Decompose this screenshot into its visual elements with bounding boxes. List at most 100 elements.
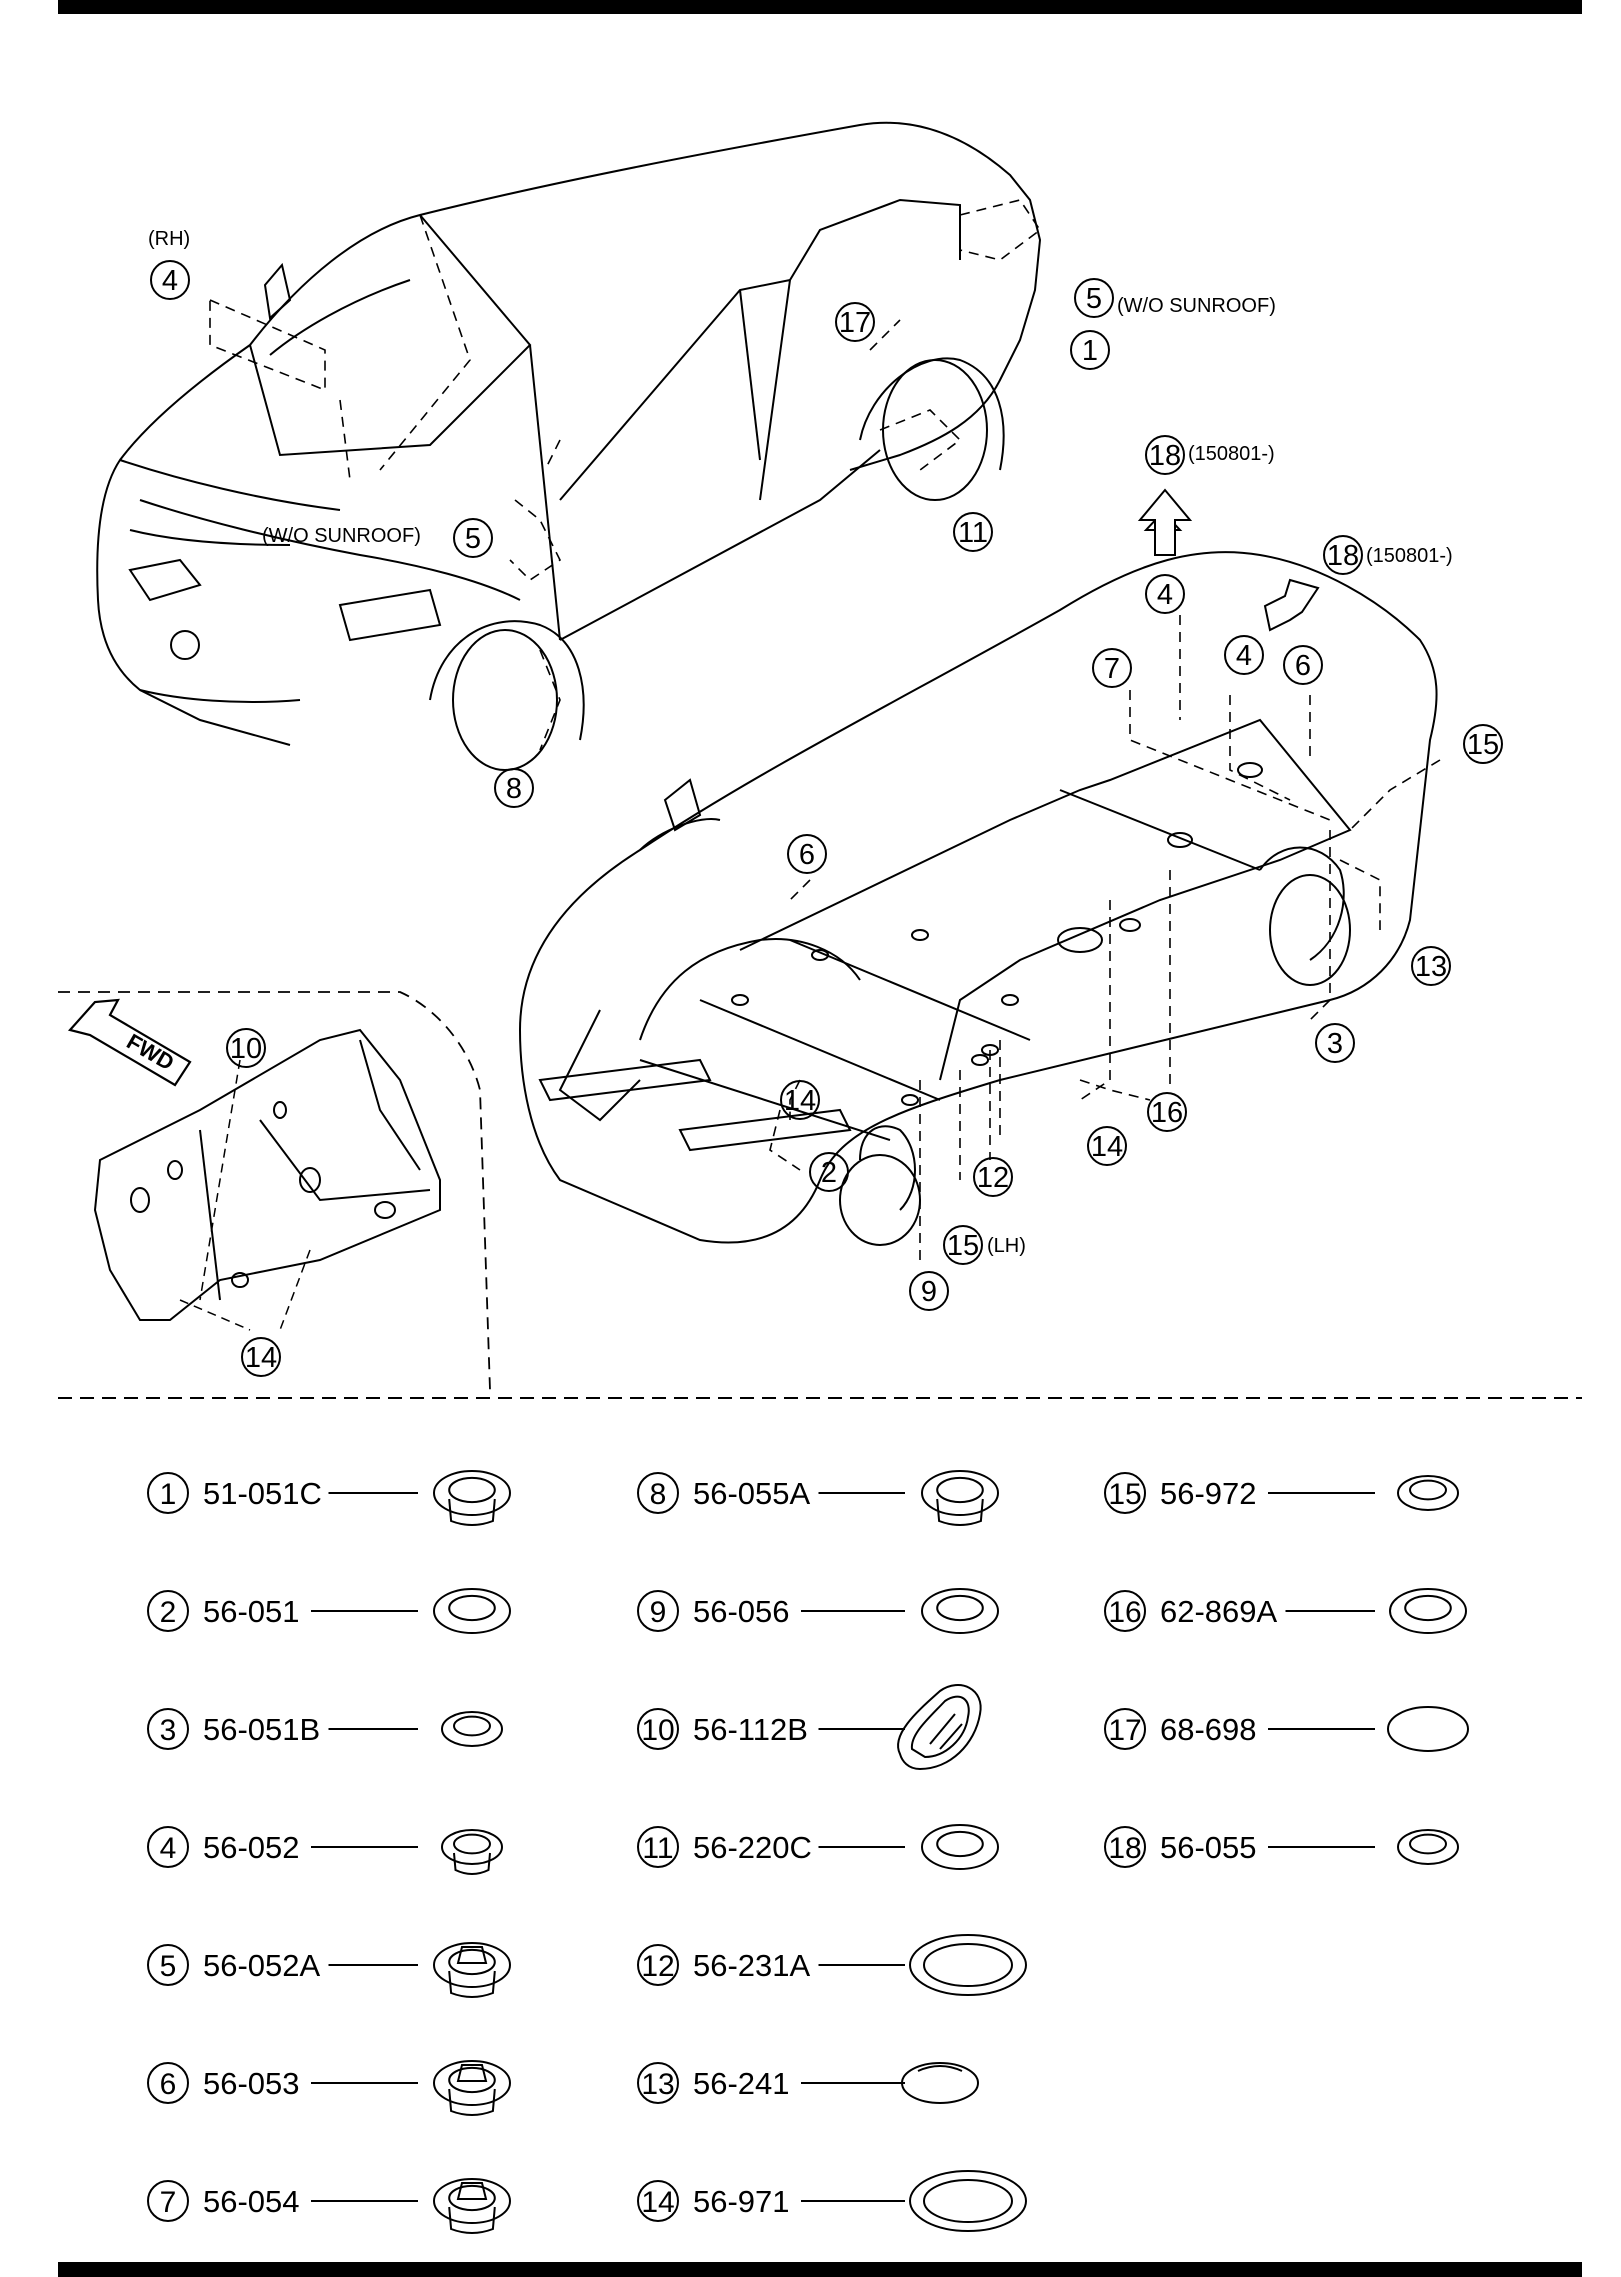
bottom-border-bar — [58, 2262, 1582, 2277]
label-wo-sunroof-front: (W/O SUNROOF) — [262, 525, 421, 547]
legend-part-code: 56-972 — [1160, 1476, 1257, 1511]
callout-12: 12 — [977, 1162, 1009, 1194]
callout-15: 15 — [1467, 729, 1499, 761]
grommet-icon — [909, 2170, 1027, 2232]
legend-num-circle — [147, 1590, 189, 1632]
legend-part-code: 56-220C — [693, 1830, 812, 1865]
vehicle-underbody-view — [518, 551, 1441, 1260]
grommet-icon — [921, 1470, 999, 1526]
legend-num: 4 — [160, 1832, 177, 1865]
grommet-icon — [441, 1711, 503, 1747]
callout-17: 17 — [839, 307, 871, 339]
callout-5: 5 — [1086, 283, 1102, 315]
legend-item-14: 14 56-971 — [637, 2170, 1027, 2232]
legend-part-code: 56-051 — [203, 1594, 300, 1629]
callout-4-c: 4 — [1236, 640, 1252, 672]
legend-num: 13 — [641, 2068, 674, 2101]
legend-num-circle — [1104, 1708, 1146, 1750]
legend-num-circle — [637, 2180, 679, 2222]
callout-circles — [150, 260, 1503, 1377]
legend-num-circle — [147, 2180, 189, 2222]
legend-item-11: 11 56-220C — [637, 1824, 999, 1870]
callout-14: 14 — [784, 1085, 816, 1117]
label-date-2: (150801-) — [1366, 545, 1453, 567]
callout-2: 2 — [821, 1157, 837, 1189]
legend-part-code: 56-054 — [203, 2184, 300, 2219]
legend-item-18: 18 56-055 — [1104, 1826, 1459, 1868]
callout-15-lh: 15 — [947, 1230, 979, 1262]
legend-part-code: 62-869A — [1160, 1594, 1278, 1629]
grommet-icon — [433, 1470, 511, 1526]
legend-num: 3 — [160, 1714, 177, 1747]
label-date-1: (150801-) — [1188, 443, 1275, 465]
legend-num-circle — [637, 1826, 679, 1868]
legend-num-circle — [637, 1944, 679, 1986]
grommet-icon — [1389, 1588, 1467, 1634]
legend-part-code: 56-112B — [693, 1712, 808, 1747]
callout-7: 7 — [1104, 653, 1120, 685]
legend-item-9: 9 56-056 — [637, 1588, 999, 1634]
legend-item-12: 12 56-231A — [637, 1934, 1027, 1996]
legend-num: 14 — [641, 2186, 674, 2219]
legend-item-4: 4 56-052 — [147, 1826, 503, 1875]
legend-part-code: 56-052 — [203, 1830, 300, 1865]
callout-11: 11 — [958, 517, 988, 549]
callout-4-rh: 4 — [162, 265, 178, 297]
legend-num-circle — [1104, 1590, 1146, 1632]
legend-num-circle — [1104, 1472, 1146, 1514]
callout-18-b: 18 — [1327, 540, 1359, 572]
legend-part-code: 51-051C — [203, 1476, 322, 1511]
legend-num: 5 — [160, 1950, 177, 1983]
callout-14-b: 14 — [1091, 1131, 1123, 1163]
grommet-icon — [897, 1684, 982, 1771]
legend-item-5: 5 56-052A — [147, 1942, 511, 1998]
legend-part-code: 56-971 — [693, 2184, 790, 2219]
callout-4-b: 4 — [1157, 579, 1173, 611]
grommet-icon — [1397, 1829, 1459, 1865]
grommet-icon — [1387, 1706, 1469, 1752]
callout-6-b: 6 — [1295, 650, 1311, 682]
legend-part-code: 56-055 — [1160, 1830, 1257, 1865]
legend-part-code: 56-053 — [203, 2066, 300, 2101]
grommet-icon — [433, 2178, 511, 2234]
legend-part-code: 56-231A — [693, 1948, 811, 1983]
arrow-18-up — [1137, 488, 1320, 632]
inset-detail — [58, 991, 491, 1391]
label-fwd: FWD — [123, 1029, 179, 1076]
legend-part-code: 56-056 — [693, 1594, 790, 1629]
legend-num-circle — [1104, 1826, 1146, 1868]
grommet-icon — [921, 1824, 999, 1870]
grommet-icon — [441, 1829, 503, 1875]
callout-16: 16 — [1151, 1097, 1183, 1129]
callout-10: 10 — [230, 1033, 262, 1065]
legend-num-circle — [637, 1708, 679, 1750]
callout-13: 13 — [1415, 951, 1447, 983]
legend-num: 12 — [641, 1950, 674, 1983]
legend-num: 1 — [160, 1478, 177, 1511]
legend-num: 11 — [642, 1832, 673, 1865]
legend-num-circle — [637, 2062, 679, 2104]
grommet-icon — [901, 2062, 979, 2104]
legend-num-circle — [637, 1590, 679, 1632]
legend-num: 9 — [650, 1596, 667, 1629]
legend-num: 18 — [1108, 1832, 1141, 1865]
callout-numbers: 4 5 1 17 5 11 18 18 4 4 7 6 15 8 6 13 3 … — [162, 265, 1499, 1374]
grommet-icon — [909, 1934, 1027, 1996]
legend-part-code: 56-052A — [203, 1948, 321, 1983]
callout-5-front: 5 — [465, 523, 481, 555]
grommet-icon — [1397, 1475, 1459, 1511]
callout-8: 8 — [506, 773, 522, 805]
vehicle-top-view — [96, 121, 1042, 771]
legend-part-code: 56-055A — [693, 1476, 811, 1511]
grommet-icon — [433, 1588, 511, 1634]
grommet-icon — [433, 2060, 511, 2116]
